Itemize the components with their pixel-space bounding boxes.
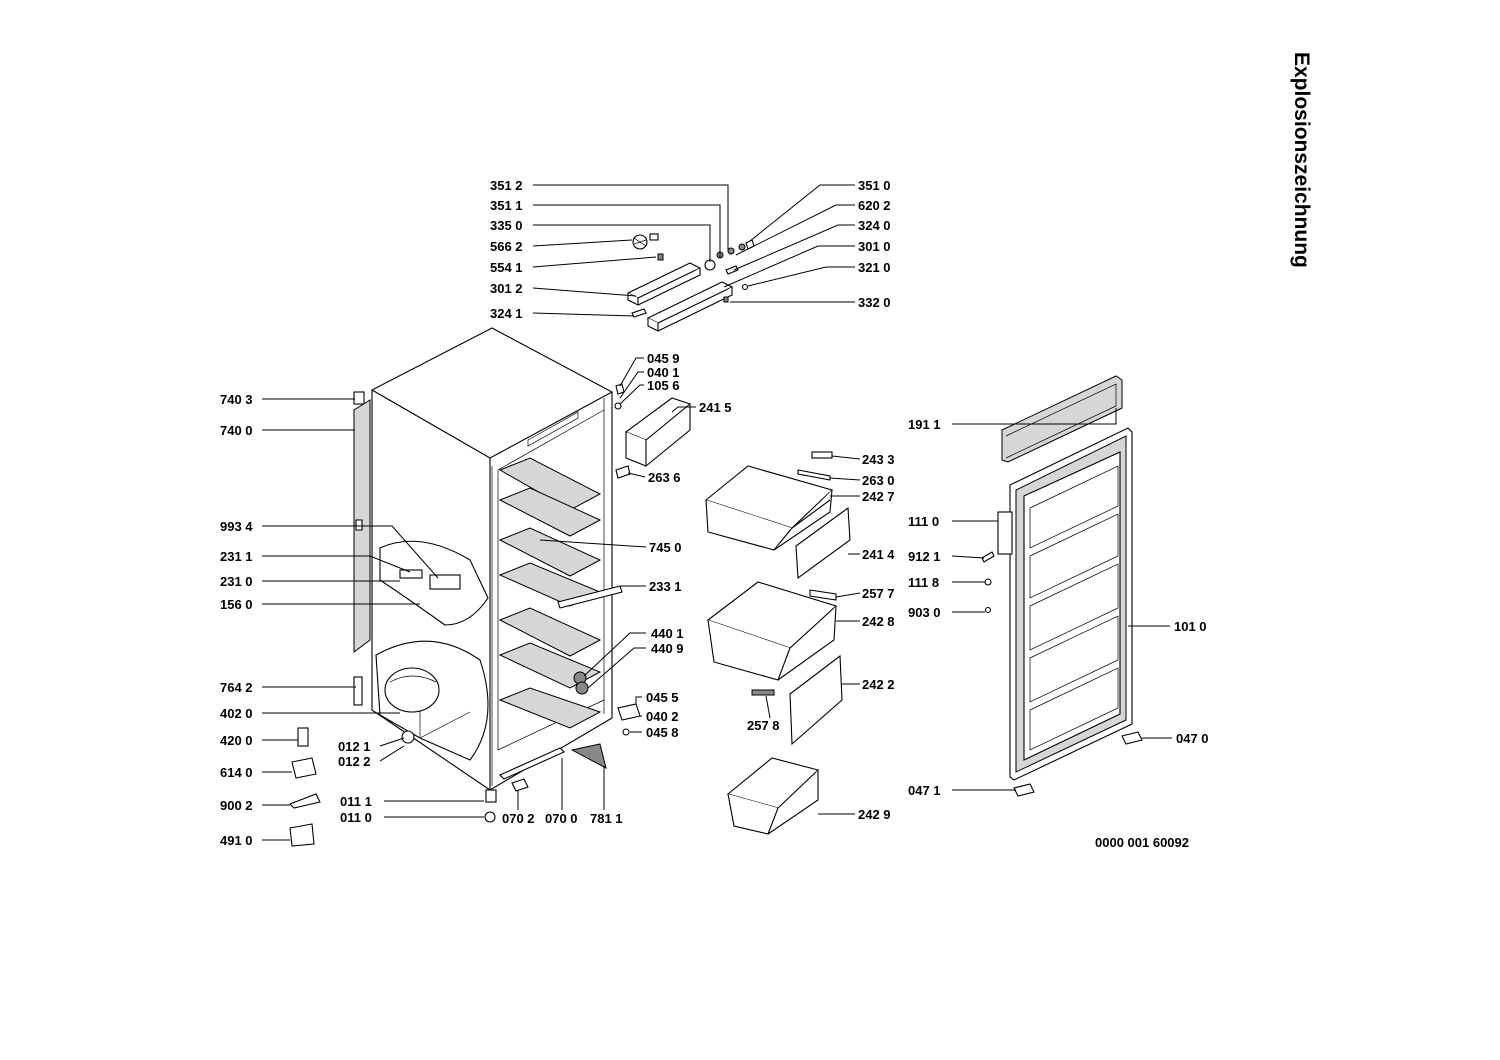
part-label: 321 0 — [858, 260, 891, 275]
part-label: 040 1 — [647, 365, 680, 380]
part-label: 011 1 — [340, 794, 372, 809]
part-label: 105 6 — [647, 378, 680, 393]
part-label: 764 2 — [220, 680, 253, 695]
part-label: 045 5 — [646, 690, 679, 705]
part-label: 351 0 — [858, 178, 891, 193]
part-label: 242 7 — [862, 489, 895, 504]
part-label: 781 1 — [590, 811, 623, 826]
part-label: 070 2 — [502, 811, 535, 826]
part-label: 191 1 — [908, 417, 941, 432]
part-label: 324 0 — [858, 218, 891, 233]
part-label: 440 1 — [651, 626, 684, 641]
part-label: 440 9 — [651, 641, 684, 656]
part-label: 332 0 — [858, 295, 891, 310]
part-label: 351 1 — [490, 198, 523, 213]
part-label: 047 1 — [908, 783, 941, 798]
part-label: 263 0 — [862, 473, 895, 488]
part-label: 491 0 — [220, 833, 253, 848]
part-label: 900 2 — [220, 798, 253, 813]
part-label: 012 1 — [338, 739, 371, 754]
part-label: 241 5 — [699, 400, 732, 415]
part-label: 047 0 — [1176, 731, 1209, 746]
part-label: 335 0 — [490, 218, 523, 233]
part-label: 012 2 — [338, 754, 371, 769]
part-label: 993 4 — [220, 519, 253, 534]
part-label: 745 0 — [649, 540, 682, 555]
part-label: 070 0 — [545, 811, 578, 826]
leader-lines — [262, 184, 1172, 841]
part-label: 243 3 — [862, 452, 895, 467]
shelves — [498, 457, 602, 729]
drawing-number: 0000 001 60092 — [1095, 835, 1189, 850]
part-label: 241 4 — [862, 547, 895, 562]
part-label: 257 7 — [862, 586, 895, 601]
drawers — [704, 451, 851, 835]
part-label: 045 8 — [646, 725, 679, 740]
part-label: 324 1 — [490, 306, 523, 321]
left-side-parts — [289, 391, 489, 847]
part-label: 912 1 — [908, 549, 941, 564]
part-label: 242 8 — [862, 614, 895, 629]
part-label: 263 6 — [648, 470, 681, 485]
door-assembly — [981, 375, 1143, 797]
part-label: 242 2 — [862, 677, 895, 692]
part-label: 554 1 — [490, 260, 523, 275]
part-label: 351 2 — [490, 178, 523, 193]
part-label: 402 0 — [220, 706, 253, 721]
part-label: 903 0 — [908, 605, 941, 620]
part-label: 101 0 — [1174, 619, 1207, 634]
diagram-title: Explosionszeichnung — [1290, 52, 1313, 268]
part-label: 420 0 — [220, 733, 253, 748]
part-label: 111 8 — [908, 575, 939, 590]
part-label: 231 1 — [220, 549, 253, 564]
part-label: 233 1 — [649, 579, 682, 594]
part-label: 257 8 — [747, 718, 780, 733]
part-label: 011 0 — [340, 810, 372, 825]
part-label: 614 0 — [220, 765, 253, 780]
part-label: 301 2 — [490, 281, 523, 296]
part-label: 111 0 — [908, 514, 939, 529]
part-label: 620 2 — [858, 198, 891, 213]
part-label: 045 9 — [647, 351, 680, 366]
part-label: 242 9 — [858, 807, 891, 822]
part-label: 740 0 — [220, 423, 253, 438]
part-label: 040 2 — [646, 709, 679, 724]
part-label: 231 0 — [220, 574, 253, 589]
part-label: 566 2 — [490, 239, 523, 254]
interior-hardware — [557, 383, 692, 736]
bottom-parts — [484, 743, 607, 823]
part-label: 156 0 — [220, 597, 253, 612]
part-labels: 351 2 351 1 335 0 566 2 554 1 301 2 324 … — [220, 178, 1209, 848]
part-label: 740 3 — [220, 392, 253, 407]
part-label: 301 0 — [858, 239, 891, 254]
